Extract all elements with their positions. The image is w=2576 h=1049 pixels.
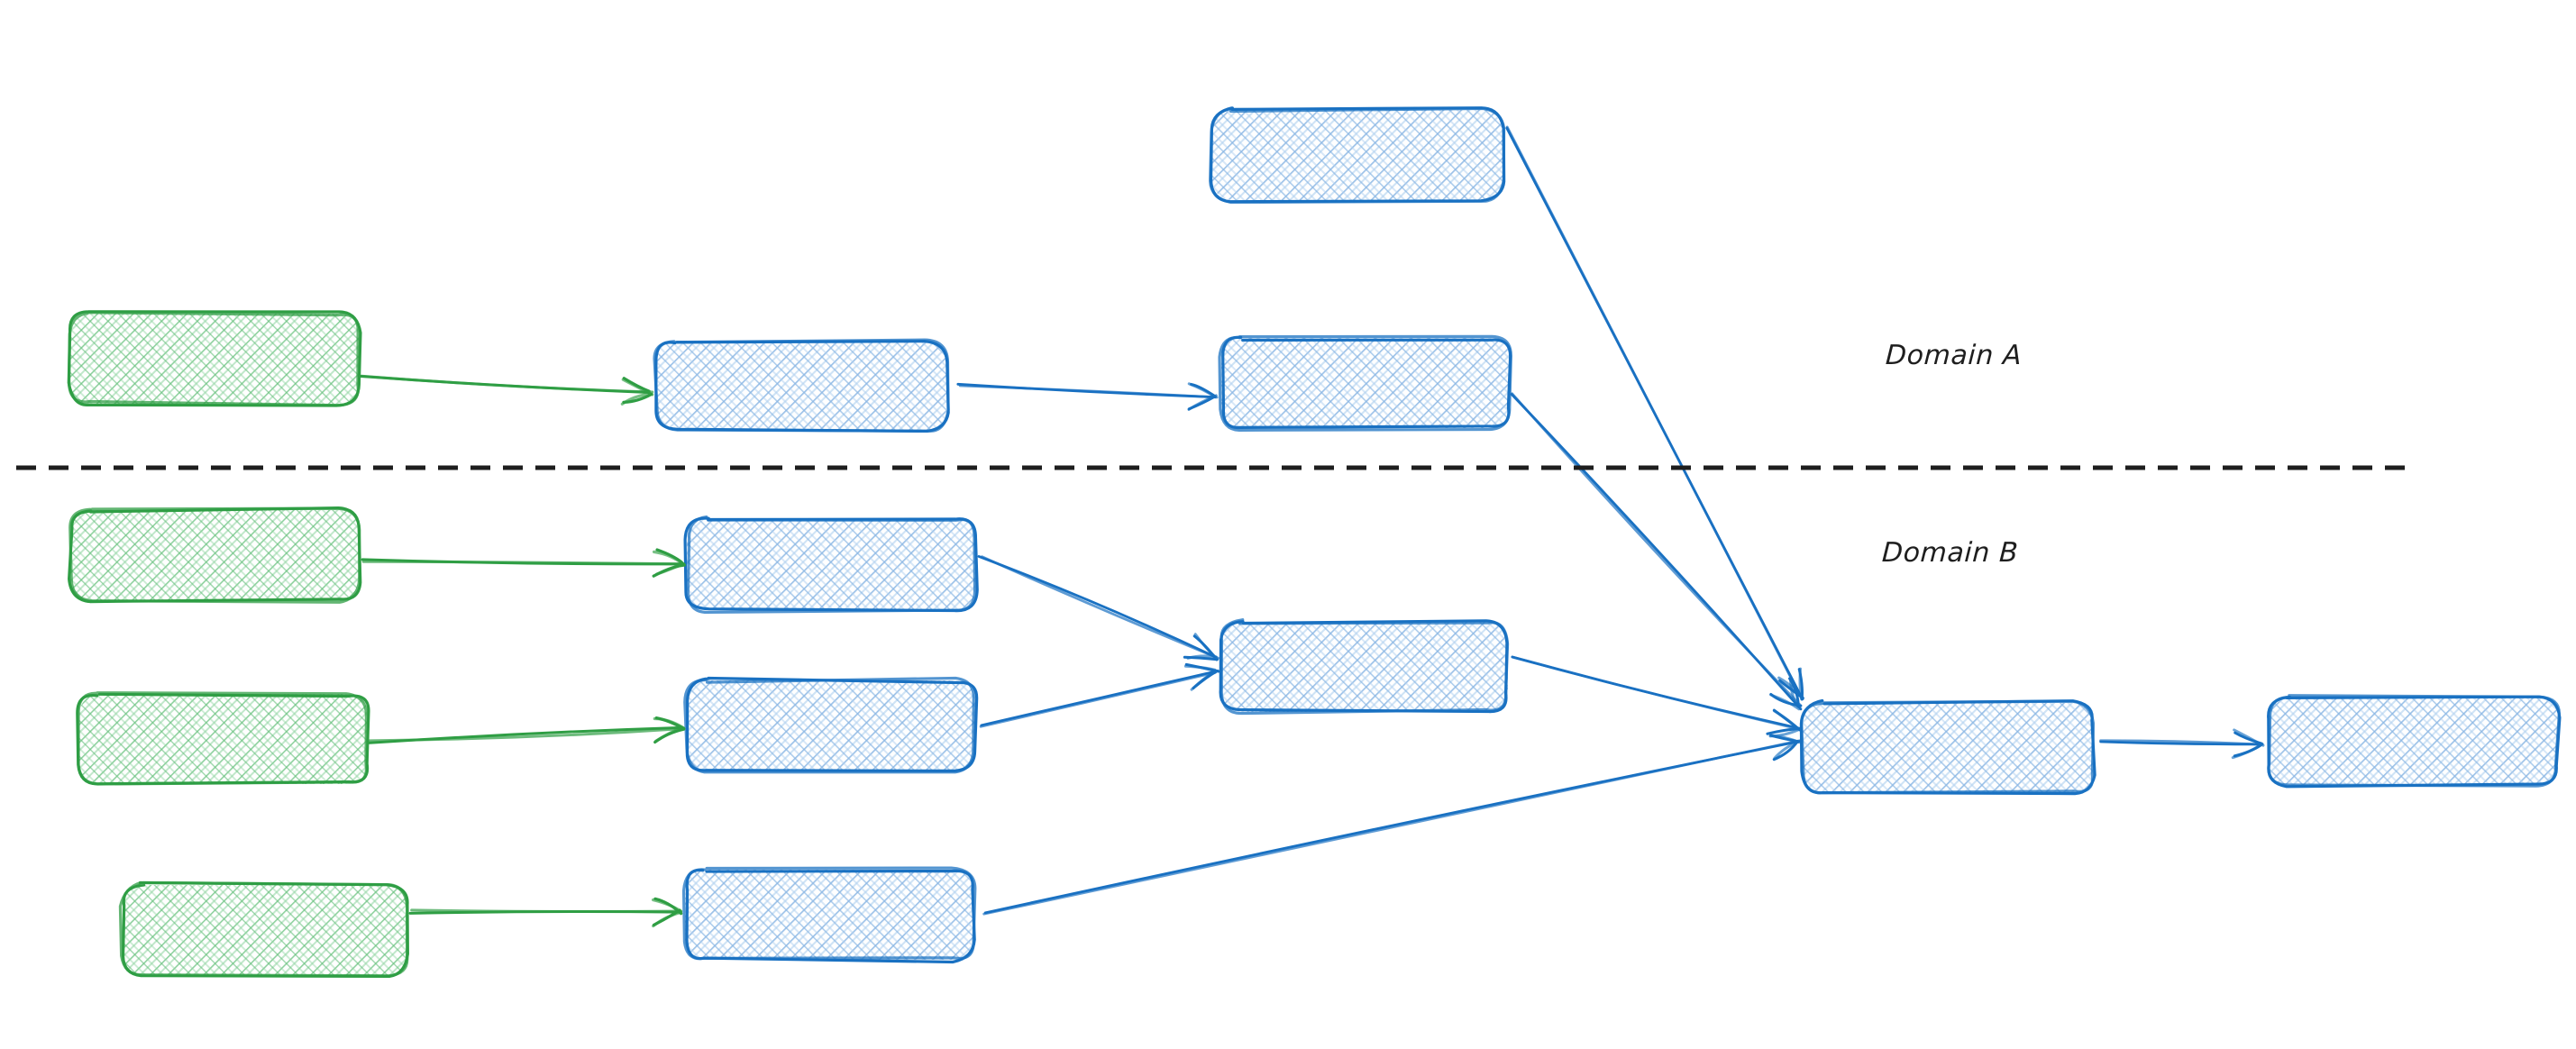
edge-line bbox=[410, 908, 683, 913]
domain-b-label: Domain B bbox=[1881, 537, 2020, 569]
node-n-green-a1[interactable] bbox=[67, 310, 362, 407]
node-outline bbox=[1219, 618, 1510, 716]
edge-e9[interactable] bbox=[979, 662, 1220, 728]
edge-arrowhead bbox=[1193, 633, 1219, 661]
nodes-layer bbox=[67, 106, 2562, 979]
edge-arrowhead bbox=[1183, 664, 1217, 671]
node-outline bbox=[68, 311, 360, 407]
edge-e5[interactable] bbox=[361, 548, 686, 578]
edge-arrowhead bbox=[653, 716, 685, 730]
edge-line bbox=[361, 560, 686, 566]
edge-arrowhead bbox=[1190, 670, 1217, 691]
node-fill-cross bbox=[685, 870, 973, 960]
edge-e3[interactable] bbox=[1505, 125, 1804, 701]
edge-arrowhead bbox=[2233, 728, 2265, 747]
node-outline bbox=[1209, 106, 1506, 205]
edge-e8[interactable] bbox=[977, 555, 1220, 661]
edge-arrowhead bbox=[652, 550, 686, 567]
edge-arrowhead bbox=[1769, 693, 1801, 711]
node-outline bbox=[77, 691, 369, 786]
edge-line bbox=[1511, 655, 1801, 731]
edge-arrowhead bbox=[2231, 742, 2264, 760]
edge-e7[interactable] bbox=[408, 897, 683, 928]
node-fill-cross bbox=[70, 314, 359, 404]
node-fill-cross bbox=[1221, 338, 1510, 428]
node-fill-cross bbox=[2268, 697, 2558, 785]
node-n-green-b1[interactable] bbox=[68, 506, 362, 604]
domain-a-label: Domain A bbox=[1885, 340, 2023, 371]
node-n-blue-b2[interactable] bbox=[683, 676, 979, 774]
node-n-green-b3[interactable] bbox=[118, 880, 409, 979]
node-outline bbox=[2267, 694, 2561, 788]
edge-arrowhead bbox=[654, 725, 684, 743]
edge-line bbox=[958, 384, 1219, 399]
edge-arrowhead bbox=[651, 898, 682, 913]
edge-arrowhead bbox=[620, 392, 653, 406]
edge-arrowhead bbox=[1766, 727, 1799, 735]
edge-e6[interactable] bbox=[366, 716, 686, 744]
node-fill-cross bbox=[1212, 110, 1503, 200]
node-n-blue-top[interactable] bbox=[1209, 106, 1506, 205]
edge-arrowhead bbox=[1789, 678, 1800, 708]
edge-line bbox=[368, 727, 686, 743]
node-n-blue-merge[interactable] bbox=[1799, 698, 2096, 796]
node-fill-cross bbox=[79, 694, 368, 784]
node-outline bbox=[1218, 334, 1512, 432]
edge-e11[interactable] bbox=[982, 734, 1802, 916]
edge-e1[interactable] bbox=[357, 374, 654, 406]
node-n-blue-final[interactable] bbox=[2267, 694, 2562, 789]
edge-arrowhead bbox=[1773, 740, 1800, 760]
node-n-blue-a1[interactable] bbox=[653, 338, 950, 433]
edge-arrowhead bbox=[621, 378, 654, 397]
edges-layer bbox=[357, 125, 2265, 928]
node-n-blue-a2[interactable] bbox=[1218, 334, 1512, 432]
edge-line bbox=[1511, 392, 1803, 707]
edge-line bbox=[2099, 739, 2262, 746]
edge-line bbox=[1505, 125, 1804, 701]
edge-arrowhead bbox=[1772, 709, 1800, 731]
edge-line bbox=[982, 739, 1802, 916]
edge-e2[interactable] bbox=[956, 382, 1219, 411]
edge-arrowhead bbox=[655, 561, 686, 576]
node-outline bbox=[118, 880, 409, 978]
node-fill-cross bbox=[1803, 703, 2093, 793]
node-outline bbox=[1800, 699, 2096, 795]
node-fill-cross bbox=[123, 885, 407, 975]
node-fill-cross bbox=[70, 510, 359, 600]
edge-arrowhead bbox=[1798, 667, 1804, 701]
edge-arrowhead bbox=[1769, 734, 1801, 744]
edge-e10[interactable] bbox=[1511, 655, 1803, 738]
edge-arrowhead bbox=[1187, 382, 1217, 399]
node-n-blue-b3[interactable] bbox=[1219, 618, 1510, 716]
edge-line bbox=[981, 555, 1220, 660]
node-outline bbox=[683, 676, 975, 774]
node-outline bbox=[681, 866, 977, 961]
edge-arrowhead bbox=[652, 910, 682, 928]
node-fill-cross bbox=[1221, 622, 1508, 712]
node-fill-cross bbox=[656, 341, 946, 431]
edge-e12[interactable] bbox=[2099, 728, 2265, 760]
edge-e4[interactable] bbox=[1510, 392, 1803, 711]
node-n-green-b2[interactable] bbox=[76, 691, 370, 786]
node-outline bbox=[69, 506, 361, 604]
node-n-blue-b4[interactable] bbox=[681, 866, 977, 964]
node-outline bbox=[686, 515, 977, 615]
edge-arrowhead bbox=[622, 377, 651, 393]
edge-line bbox=[979, 670, 1217, 728]
edge-line bbox=[360, 374, 654, 394]
node-outline bbox=[653, 338, 950, 433]
node-fill-cross bbox=[687, 680, 975, 771]
node-fill-cross bbox=[687, 518, 975, 610]
node-n-blue-b1[interactable] bbox=[683, 515, 979, 615]
